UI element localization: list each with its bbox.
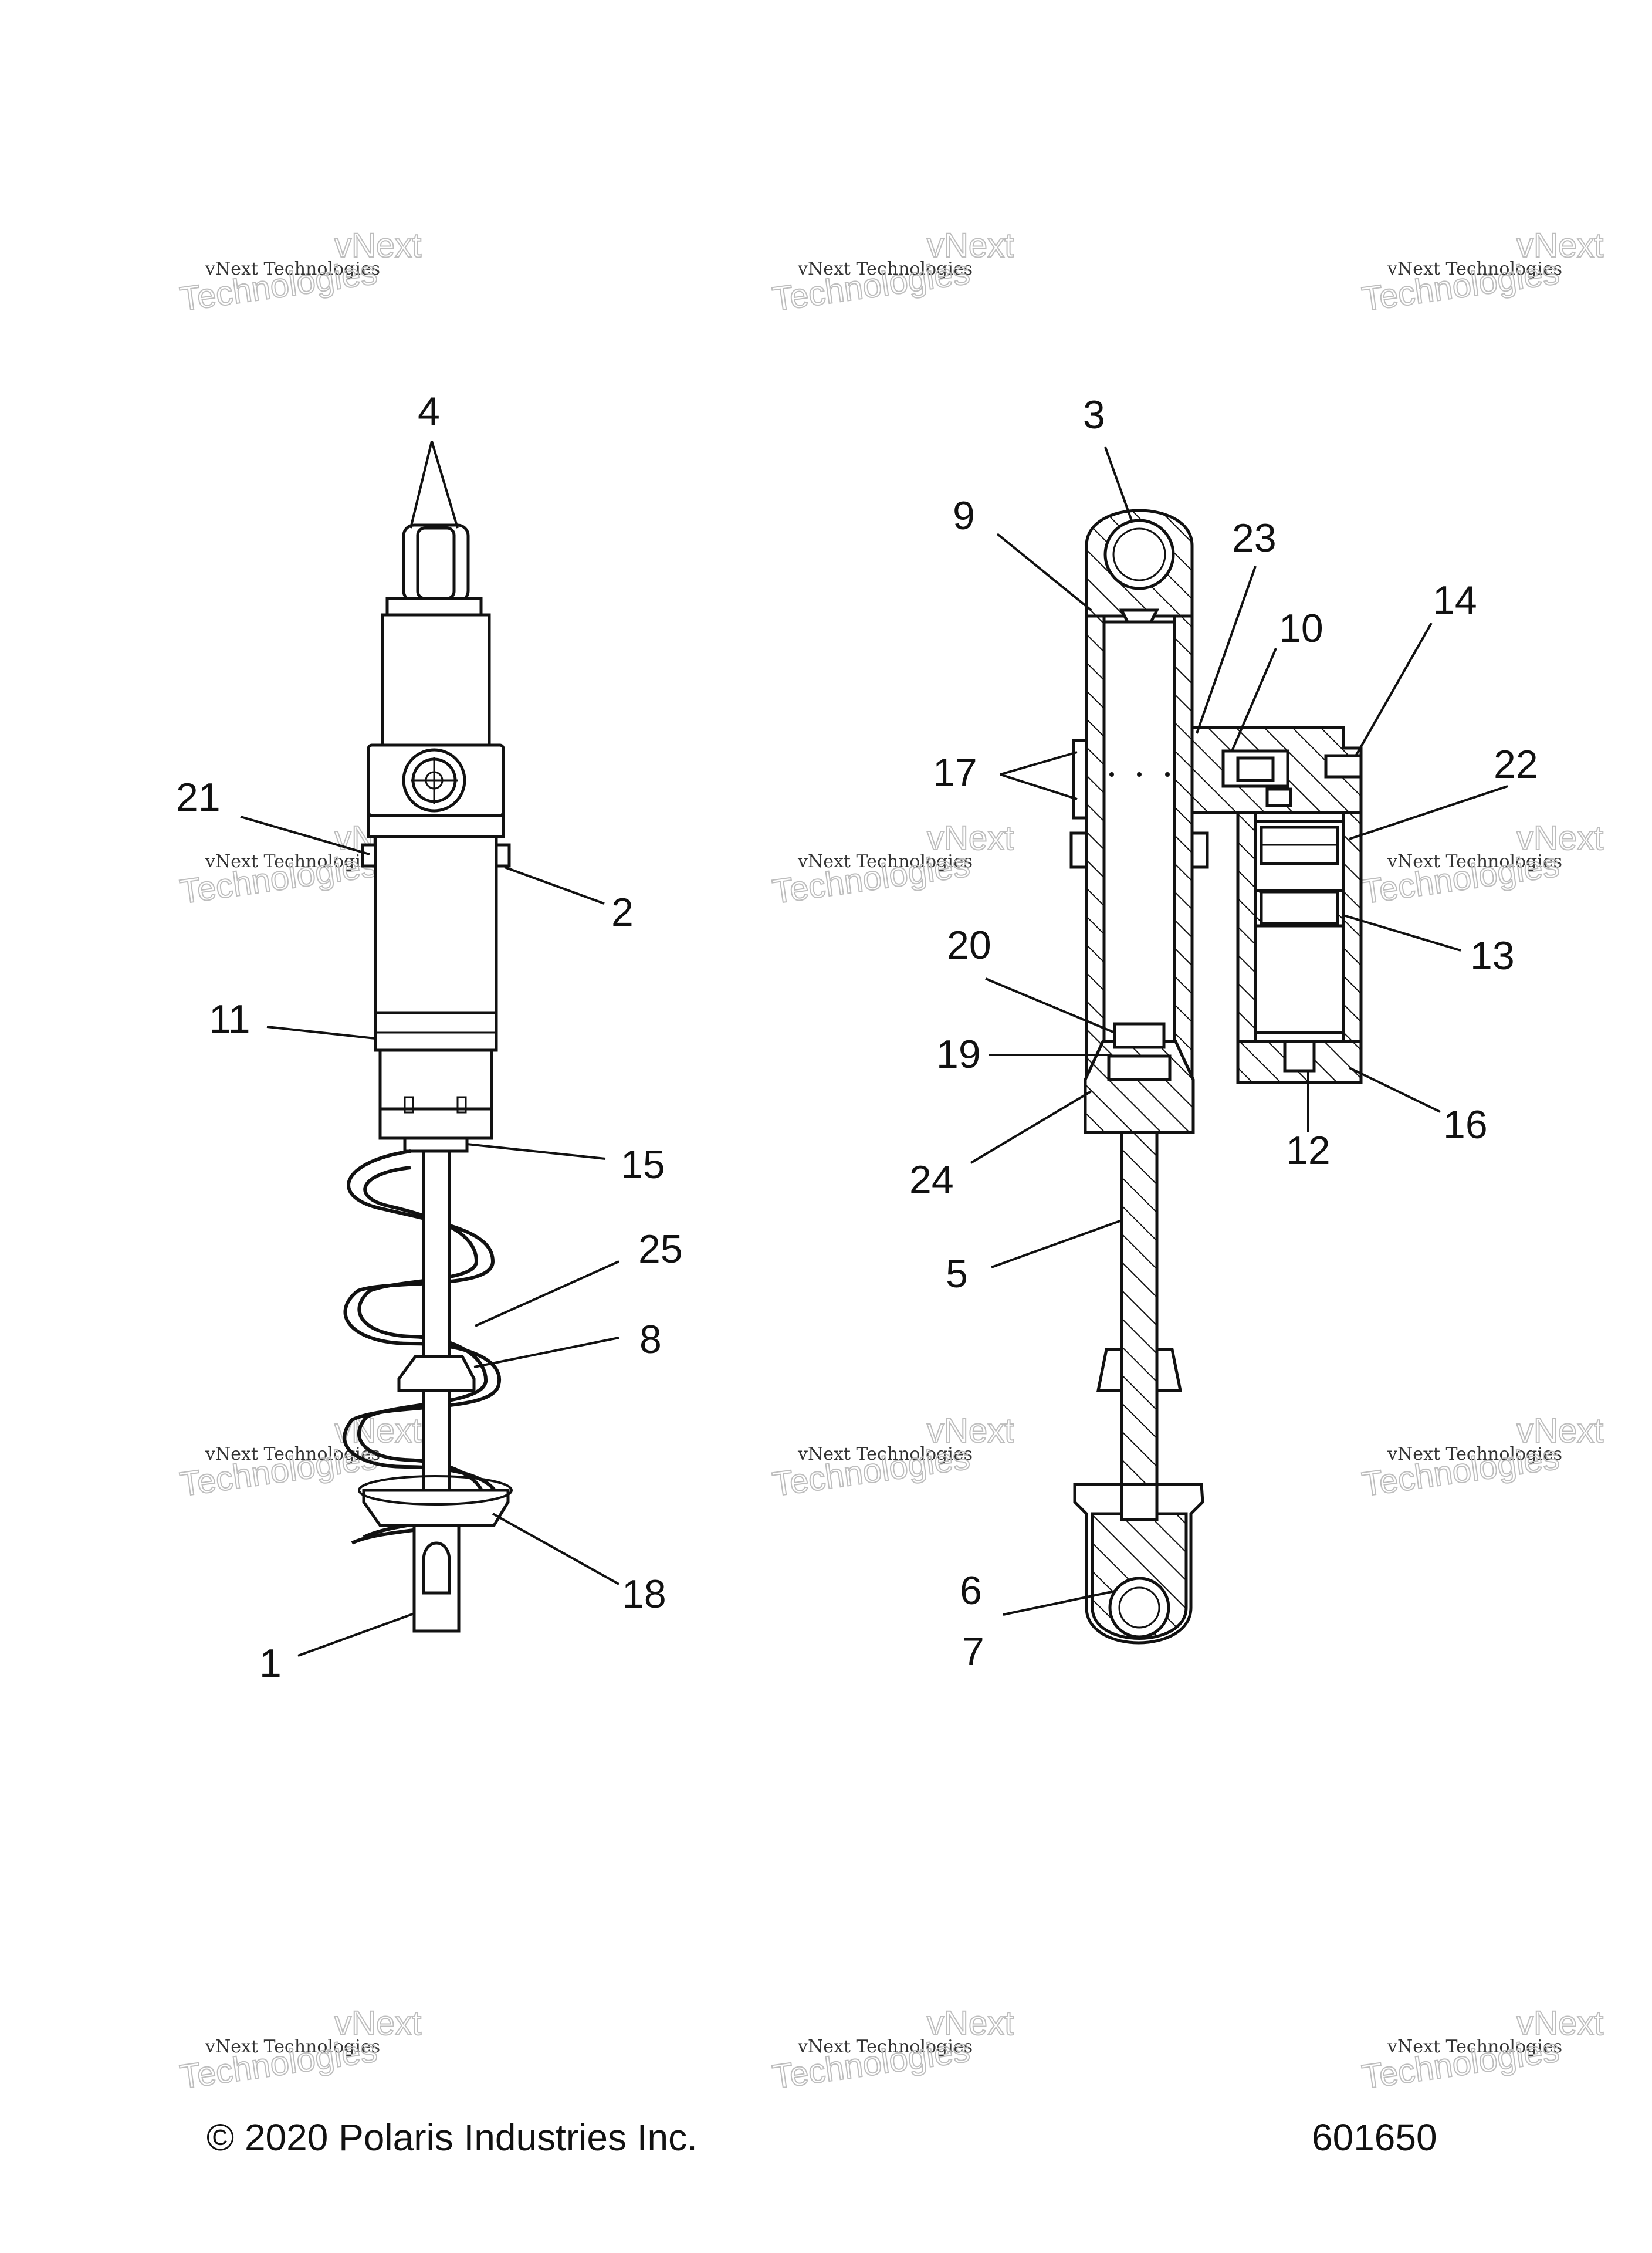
label-7: 7 — [962, 1629, 984, 1674]
label-14: 14 — [1433, 578, 1477, 623]
leader-lines — [240, 441, 1508, 1657]
label-15: 15 — [621, 1142, 665, 1187]
label-22: 22 — [1494, 742, 1538, 787]
label-16: 16 — [1443, 1102, 1488, 1147]
label-1: 1 — [259, 1641, 282, 1686]
label-4: 4 — [418, 389, 440, 434]
label-20: 20 — [947, 923, 991, 967]
label-24: 24 — [909, 1158, 954, 1202]
figure-number: 601650 — [1312, 2116, 1437, 2159]
watermark-grid — [177, 226, 1604, 2097]
label-6: 6 — [960, 1568, 982, 1613]
label-2: 2 — [611, 890, 634, 935]
part-labels: 4 21 2 11 15 25 8 18 1 3 9 23 10 14 17 2… — [176, 389, 1538, 1686]
label-11: 11 — [209, 997, 250, 1041]
label-5: 5 — [946, 1251, 968, 1296]
label-13: 13 — [1470, 933, 1515, 978]
label-18: 18 — [622, 1572, 666, 1616]
label-25: 25 — [638, 1227, 683, 1271]
shock-cross-section-view — [1069, 509, 1363, 1645]
label-10: 10 — [1279, 606, 1323, 651]
label-23: 23 — [1232, 516, 1277, 560]
label-21: 21 — [176, 775, 221, 820]
label-19: 19 — [936, 1032, 981, 1077]
label-8: 8 — [639, 1317, 662, 1362]
copyright-text: © 2020 Polaris Industries Inc. — [206, 2116, 698, 2159]
label-9: 9 — [953, 493, 975, 538]
label-17: 17 — [933, 750, 977, 795]
label-12: 12 — [1286, 1128, 1331, 1173]
label-3: 3 — [1083, 393, 1105, 437]
shock-external-view — [343, 523, 513, 1633]
footer: © 2020 Polaris Industries Inc. 601650 — [206, 2116, 1437, 2159]
